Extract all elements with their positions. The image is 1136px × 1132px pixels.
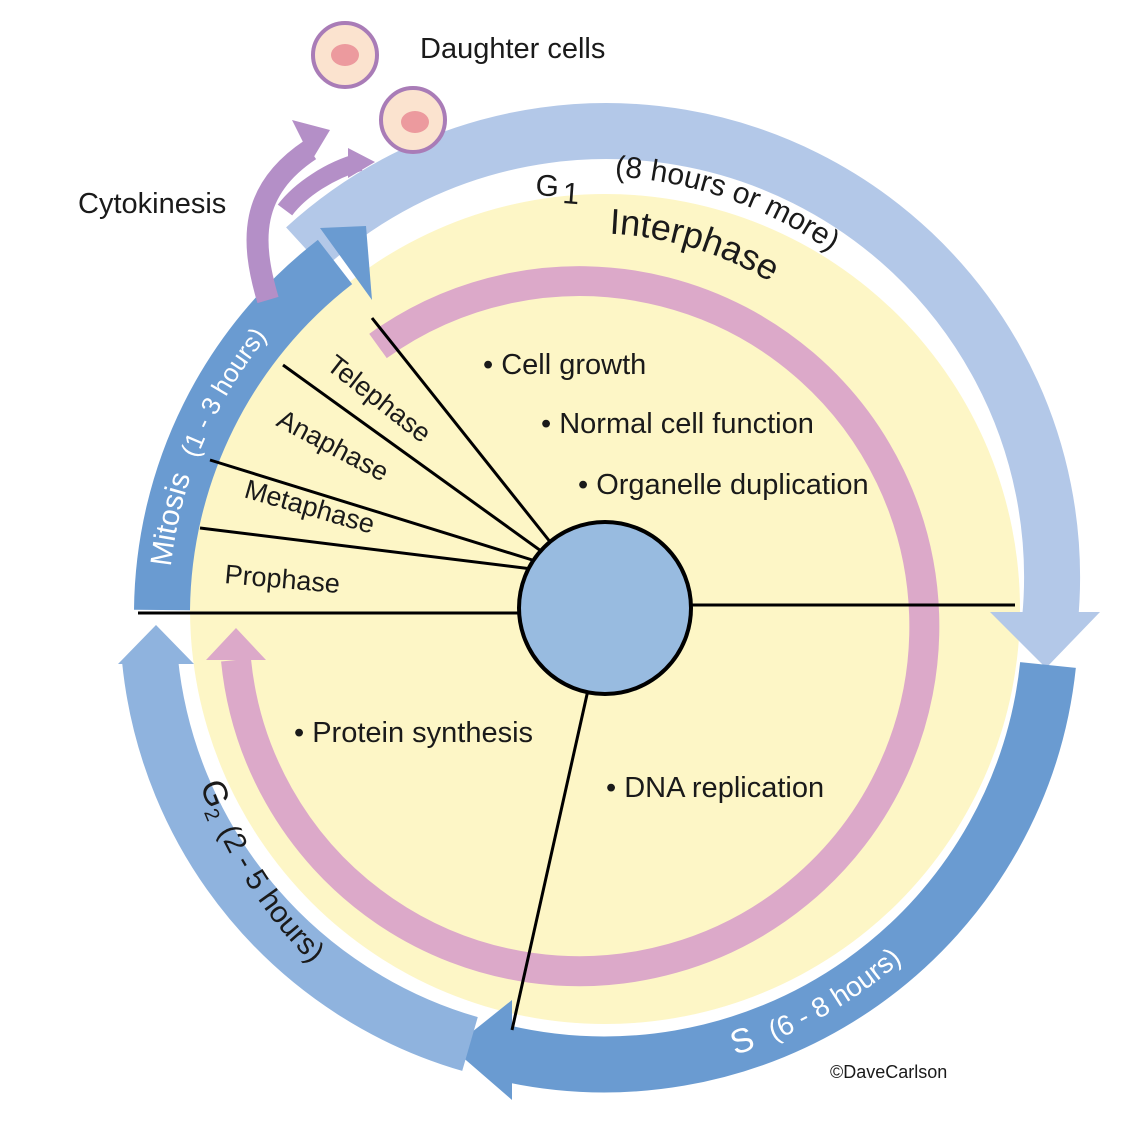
cytokinesis-arrow-1 (246, 140, 317, 304)
g2-bullet-1: • Protein synthesis (294, 717, 533, 749)
divider-s-g2 (510, 689, 590, 1031)
mitosis-arrowhead (320, 226, 372, 300)
copyright-text: ©DaveCarlson (830, 1062, 947, 1082)
g2-arrowhead (118, 625, 194, 664)
g1-bullet-2: • Normal cell function (541, 408, 814, 440)
g1-bullet-1: • Cell growth (483, 349, 646, 381)
divider-telephase (370, 317, 557, 549)
s-band (493, 662, 1076, 1093)
s-bullet-1: • DNA replication (606, 772, 824, 804)
cytokinesis-arrowhead-1 (292, 120, 330, 160)
g1-arrowhead (990, 612, 1100, 668)
g1-symbol: G (535, 169, 561, 204)
cytokinesis-arrowhead-2 (348, 148, 375, 178)
s-arrowhead (452, 1000, 512, 1100)
g1-band (286, 103, 1080, 623)
daughter-cells-label: Daughter cells (420, 33, 605, 65)
g2-band (122, 657, 478, 1071)
interphase-arrowhead (206, 628, 266, 660)
g1-bullet-3: • Organelle duplication (578, 469, 869, 501)
divider-anaphase (282, 363, 549, 558)
divider-prophase (199, 526, 541, 572)
g1-subscript: 1 (562, 177, 581, 211)
daughter-cell-2-nucleus (401, 111, 429, 133)
interphase-ring (221, 266, 940, 987)
nucleus (517, 520, 693, 696)
daughter-cell-1-nucleus (331, 44, 359, 66)
divider-metaphase (209, 458, 543, 565)
cytokinesis-label: Cytokinesis (78, 188, 226, 220)
mitosis-band (134, 239, 353, 611)
